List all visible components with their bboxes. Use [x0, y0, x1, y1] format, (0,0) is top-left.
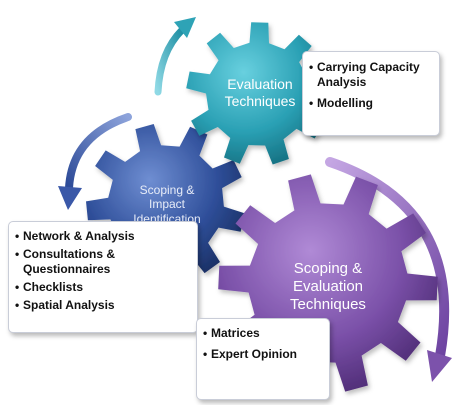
scoping-evaluation-label-line-2: Evaluation: [292, 278, 364, 295]
evaluation-callout: Carrying Capacity Analysis Modelling: [302, 51, 440, 136]
scoping-impact-callout: Network & Analysis Consultations & Quest…: [8, 221, 198, 333]
scoping-impact-label-line-1: Scoping &: [139, 183, 195, 197]
arrow-to-evaluation-icon: [154, 17, 196, 96]
scoping-evaluation-label-line-3: Techniques: [290, 296, 366, 313]
scoping-impact-label-line-2: Impact: [148, 197, 185, 212]
evaluation-label-line-2: Techniques: [224, 92, 296, 109]
evaluation-techniques-list: Carrying Capacity Analysis Modelling: [309, 60, 433, 111]
list-item-line: Consultations &: [23, 247, 115, 261]
list-item: Consultations & Questionnaires: [15, 247, 191, 277]
scoping-impact-gear-label: Scoping & Impact Identification: [108, 183, 226, 226]
list-item: Network & Analysis: [15, 229, 191, 244]
scoping-impact-list: Network & Analysis Consultations & Quest…: [15, 229, 191, 313]
list-item-line: Analysis: [317, 75, 367, 89]
list-item: Matrices: [203, 326, 323, 341]
list-item-line: Questionnaires: [23, 262, 111, 276]
evaluation-gear-icon: [186, 22, 330, 165]
scoping-evaluation-list: Matrices Expert Opinion: [203, 326, 323, 362]
evaluation-gear-label: Evaluation Techniques: [198, 76, 322, 110]
list-item: Carrying Capacity Analysis: [309, 60, 433, 90]
list-item: Modelling: [309, 96, 433, 111]
scoping-evaluation-gear-label: Scoping & Evaluation Techniques: [263, 260, 393, 314]
list-item: Spatial Analysis: [15, 298, 191, 313]
arrow-to-scoping-evaluation-icon: [325, 157, 452, 382]
list-item: Checklists: [15, 280, 191, 295]
arrow-to-scoping-impact-icon: [58, 113, 132, 210]
list-item-line: Carrying Capacity: [317, 60, 420, 74]
evaluation-label-line-1: Evaluation: [227, 76, 293, 92]
scoping-evaluation-label-line-1: Scoping &: [293, 260, 363, 277]
scoping-evaluation-callout: Matrices Expert Opinion: [196, 318, 330, 400]
list-item: Expert Opinion: [203, 347, 323, 362]
